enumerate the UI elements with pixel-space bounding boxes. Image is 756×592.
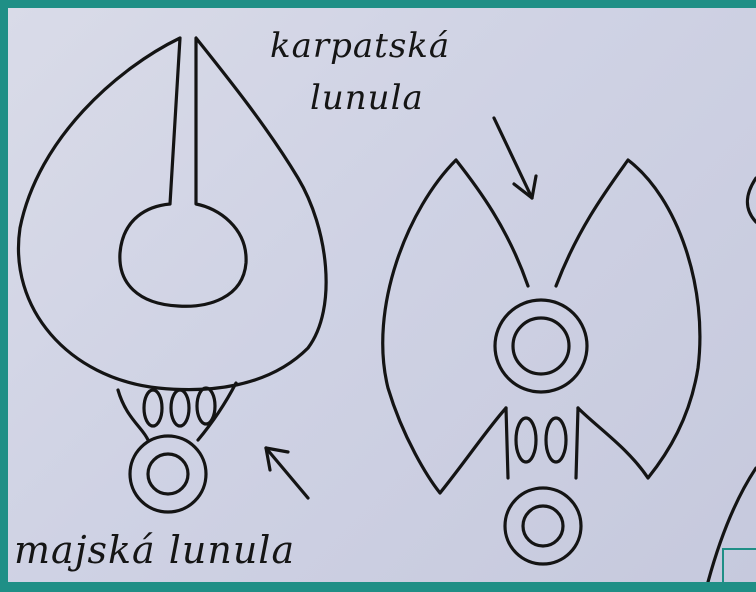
karpatska-arrow-shaft (494, 118, 532, 198)
majska-lunula-drawing (18, 38, 326, 512)
karpatska-upper-ring-inner (513, 318, 569, 374)
corner-frame-box (722, 548, 756, 592)
majska-arrow-shaft (266, 448, 308, 498)
paper-sheet: karpatská lunula majská lunula (8, 8, 756, 582)
majska-handle-right (198, 383, 236, 440)
karpatska-lower-ring-inner (523, 506, 563, 546)
majska-ring-inner (148, 454, 188, 494)
karpatska-arrow-head (514, 176, 536, 198)
karpatska-label-line-1: karpatská (270, 26, 450, 66)
majska-label: majská lunula (14, 528, 295, 572)
partial-shape-right-edge (747, 178, 756, 222)
majska-ring-outer (130, 436, 206, 512)
majska-slot-1 (144, 390, 162, 426)
majska-slot-2 (171, 390, 189, 426)
majska-slot-3 (197, 388, 215, 424)
karpatska-slot-1 (516, 418, 536, 462)
karpatska-label-line-2: lunula (310, 78, 424, 118)
karpatska-lunula-drawing (383, 118, 700, 564)
karpatska-lower-ring-outer (505, 488, 581, 564)
majska-lunula-outline (18, 38, 326, 390)
karpatska-upper-ring-outer (495, 300, 587, 392)
karpatska-slot-2 (546, 418, 566, 462)
